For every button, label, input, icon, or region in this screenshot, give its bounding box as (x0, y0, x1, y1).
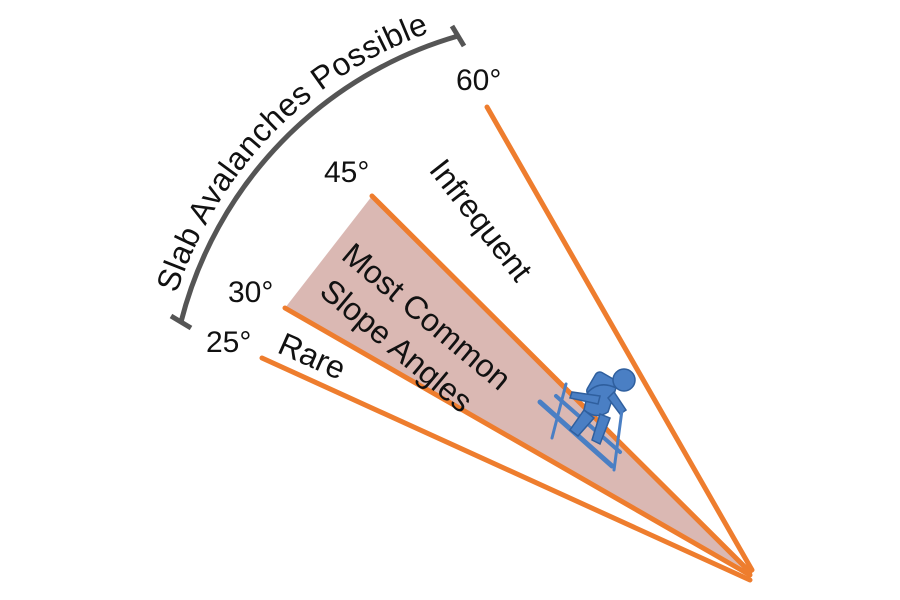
angle-label-25: 25° (206, 326, 251, 359)
angle-label-60: 60° (456, 64, 501, 97)
angle-label-45: 45° (324, 156, 369, 189)
slab-range-arc (178, 33, 459, 323)
arc-end-tick-top (449, 24, 467, 48)
angle-label-30: 30° (228, 276, 273, 309)
arc-end-tick-bottom (169, 313, 193, 331)
angle-line-45 (369, 193, 753, 575)
angle-line-30 (282, 305, 753, 578)
common-angle-wedge (285, 196, 750, 572)
angle-line-60 (484, 104, 755, 573)
skier-icon (537, 368, 636, 472)
angle-line-25 (259, 355, 753, 583)
